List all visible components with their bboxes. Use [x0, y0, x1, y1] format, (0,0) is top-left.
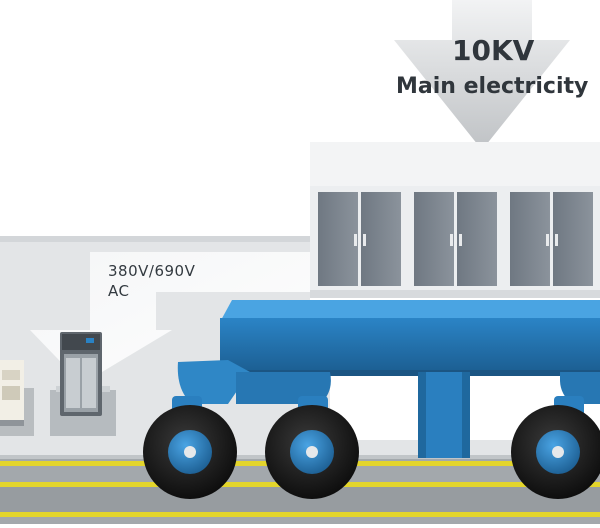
main-voltage-label: 10KV [452, 34, 535, 67]
main-electricity-arrow [394, 0, 570, 150]
secondary-voltage-label: 380V/690V [108, 262, 196, 280]
compact-unit-icon [0, 360, 34, 436]
wheel-icon [265, 405, 359, 499]
wheel-icon [143, 405, 237, 499]
charger-cabinet-icon [50, 332, 116, 436]
main-source-label: Main electricity [396, 74, 589, 99]
switchgear-cabinet-icon [310, 142, 600, 298]
secondary-type-label: AC [108, 282, 130, 300]
wheel-icon [511, 405, 600, 499]
